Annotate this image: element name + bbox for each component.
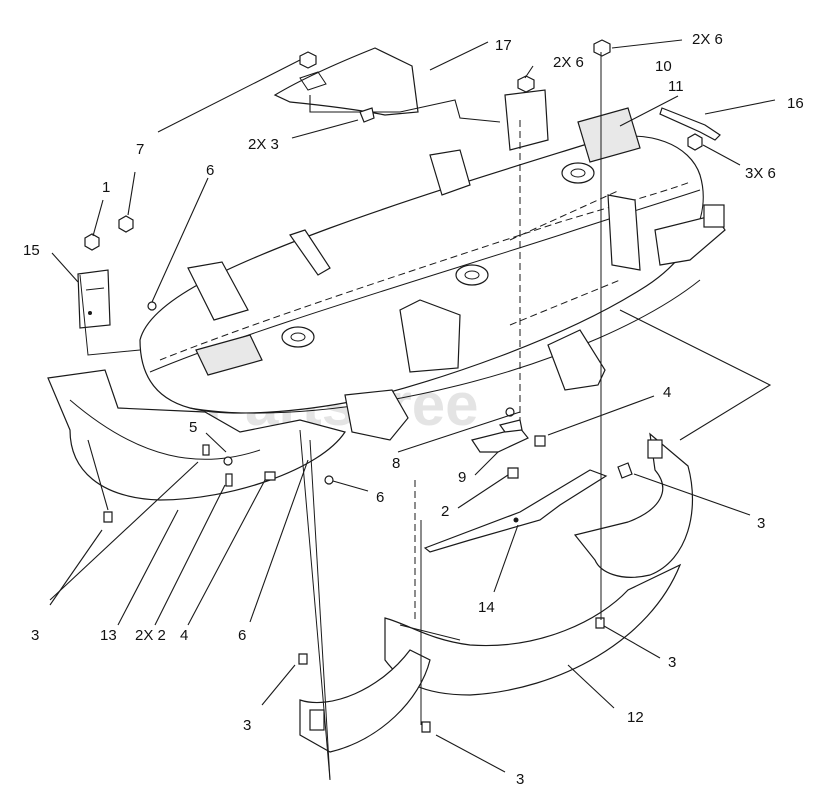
bolt [298, 653, 308, 665]
callout-14: 14 [478, 599, 495, 616]
callouts: 17 2X 6 2X 6 10 11 16 3X 6 2X 3 7 6 1 15… [23, 31, 804, 788]
nut [593, 39, 611, 57]
callout-3-right: 3 [757, 515, 765, 532]
spindle-hole-right [561, 162, 595, 184]
callout-8: 8 [392, 455, 400, 472]
callout-2x6-top: 2X 6 [692, 31, 723, 48]
nut [147, 301, 157, 311]
bolt [103, 511, 113, 523]
deck-bracket [344, 389, 409, 441]
baffle-bracket [77, 269, 111, 329]
side-shield-left [47, 369, 346, 501]
nut [324, 475, 334, 485]
washer [223, 456, 233, 466]
callout-10: 10 [655, 58, 672, 75]
bolt [359, 107, 375, 123]
deck-bracket [399, 299, 461, 373]
mower-blade [423, 469, 608, 553]
callout-6-mid: 6 [376, 489, 384, 506]
deck-bracket [504, 89, 549, 151]
deck-decal-top [577, 107, 641, 163]
hardware [84, 39, 721, 733]
bolt [421, 721, 431, 733]
nut [517, 75, 535, 93]
mower-deck [139, 89, 726, 441]
callout-7: 7 [136, 141, 144, 158]
discharge-shield-lower [384, 563, 682, 696]
bolt [534, 435, 546, 447]
bolt [617, 462, 633, 479]
nut [84, 233, 100, 251]
callout-17: 17 [495, 37, 512, 54]
front-baffle [273, 47, 501, 123]
discharge-shield-right [573, 432, 694, 578]
callout-3-bottom-left: 3 [243, 717, 251, 734]
callout-3-center-right: 3 [668, 654, 676, 671]
deck-bracket [703, 204, 725, 228]
washer [505, 407, 515, 417]
callout-6-top: 6 [206, 162, 214, 179]
blade-adapter [471, 419, 529, 453]
pin [659, 107, 721, 141]
callout-9: 9 [458, 469, 466, 486]
deck-decal [195, 334, 263, 376]
callout-4-left: 4 [180, 627, 188, 644]
side-shield-bottom-left [299, 649, 431, 753]
callout-12: 12 [627, 709, 644, 726]
nut [299, 51, 317, 69]
callout-15: 15 [23, 242, 40, 259]
callout-5: 5 [189, 419, 197, 436]
bolt [264, 471, 276, 481]
spindle-hole-left [281, 326, 315, 348]
bolt [595, 617, 605, 629]
callout-3-left: 3 [31, 627, 39, 644]
bolt [202, 444, 210, 456]
callout-16: 16 [787, 95, 804, 112]
assembly-guides [79, 52, 772, 781]
callout-6-bottom: 6 [238, 627, 246, 644]
bolt [225, 473, 233, 487]
deck-bracket [187, 261, 249, 321]
bolt [507, 467, 519, 479]
nut [118, 215, 134, 233]
callout-11: 11 [668, 78, 684, 95]
deck-bracket [607, 194, 641, 271]
callout-3x6: 3X 6 [745, 165, 776, 182]
deck-bracket [289, 229, 331, 276]
callout-3-bottom: 3 [516, 771, 524, 788]
callout-leaders [49, 39, 776, 773]
callout-2x3: 2X 3 [248, 136, 279, 153]
spindle-hole-center [455, 264, 489, 286]
callout-2x2: 2X 2 [135, 627, 166, 644]
nut [687, 133, 703, 151]
callout-4-right: 4 [663, 384, 671, 401]
deck-bracket [429, 149, 471, 196]
callout-13: 13 [100, 627, 117, 644]
callout-2x6: 2X 6 [553, 54, 584, 71]
callout-1: 1 [102, 179, 110, 196]
callout-2: 2 [441, 503, 449, 520]
